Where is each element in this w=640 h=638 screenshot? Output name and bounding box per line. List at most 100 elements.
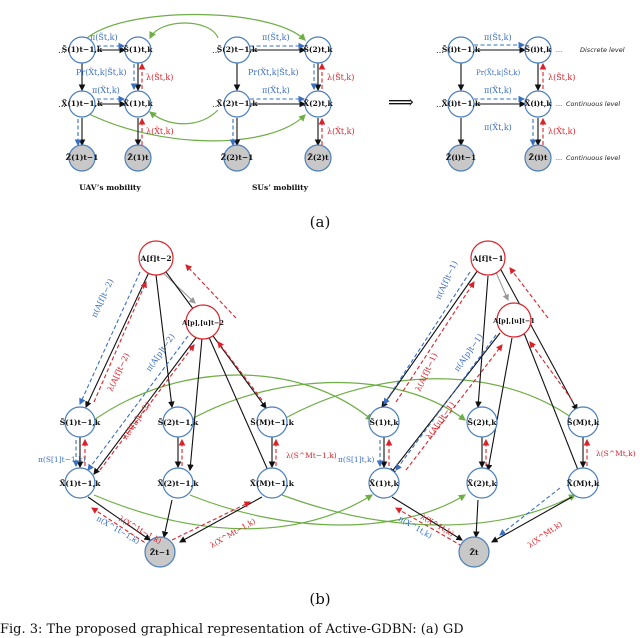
node-s1-prev bbox=[64, 406, 96, 438]
message-label: Pr(X̃t,k|S̃t,k) bbox=[248, 68, 299, 77]
message-label: π(A[p]t−1) bbox=[452, 332, 484, 373]
edge bbox=[473, 499, 480, 539]
node-x-prev-2 bbox=[223, 90, 251, 118]
node-label: X̃(2)t,k bbox=[303, 99, 333, 108]
lambda-message bbox=[91, 507, 151, 547]
node-a-f-cur bbox=[470, 240, 506, 276]
green-arc bbox=[189, 494, 467, 526]
lambda-message bbox=[395, 507, 463, 547]
pi-message bbox=[383, 271, 471, 405]
pi-message bbox=[87, 335, 189, 471]
message-label: π(S̃t,k) bbox=[262, 33, 290, 42]
edge bbox=[155, 274, 175, 409]
node-z-cur-1 bbox=[124, 144, 152, 172]
message-label: Pr(X̃t,k|S̃t,k) bbox=[476, 69, 520, 77]
message-label: λ(X^Mt−1,k) bbox=[209, 516, 258, 549]
node-label: X̃(1)t−1,k bbox=[60, 479, 102, 488]
node-sM-cur bbox=[567, 406, 599, 438]
lambda-message bbox=[529, 341, 573, 401]
lambda-message bbox=[217, 341, 263, 401]
node-label: Z̃t bbox=[470, 548, 479, 557]
message-label: λ(A[f]t−1) bbox=[414, 352, 440, 393]
green-arc bbox=[84, 13, 306, 41]
message-label: π(X̃t,k) bbox=[92, 86, 120, 95]
message-label: Pr(X̃t,k|S̃t,k) bbox=[76, 68, 127, 77]
message-label: λ(A[u]t−1) bbox=[424, 400, 456, 441]
node-label: S̃(2)t−1,k bbox=[217, 45, 258, 54]
node-label: X̃(i)t,k bbox=[524, 99, 552, 108]
message-label: π(S̃t,k) bbox=[484, 33, 512, 42]
node-label: S̃(1)t−1,k bbox=[60, 418, 101, 427]
node-label: A[p],[u]t−2 bbox=[181, 319, 224, 327]
message-label: π(S[1]t,k) bbox=[338, 455, 375, 464]
edge bbox=[165, 271, 267, 409]
node-x1-prev bbox=[64, 467, 96, 499]
node-x2-cur bbox=[466, 467, 498, 499]
node-label: X̃(2)t,k bbox=[467, 479, 497, 488]
node-z-prev-i bbox=[447, 144, 475, 172]
edge bbox=[475, 275, 489, 409]
message-label: λ(X^Mt,k) bbox=[526, 519, 564, 549]
node-label: X̃(M)t,k bbox=[567, 479, 600, 488]
sus-mobility-label: SUs’ mobility bbox=[252, 183, 309, 192]
message-label: λ(S^Mt,k) bbox=[596, 449, 636, 458]
lambda-message bbox=[185, 264, 237, 319]
node-x-cur-2 bbox=[304, 90, 332, 118]
message-label: π(A[p]t−2) bbox=[144, 332, 176, 373]
node-x-cur-1 bbox=[124, 90, 152, 118]
panel-b: A[f]t−2 A[p],[u]t−2 A[f]t−1 A[p],[u]t−1 … bbox=[38, 240, 636, 608]
node-a-pu-prev bbox=[185, 304, 221, 340]
node-label: Z̃(1)t−1 bbox=[66, 153, 99, 162]
green-arc bbox=[281, 494, 577, 526]
node-label: S̃(1)t,k bbox=[369, 418, 399, 427]
message-label: λ(X̃t,k) bbox=[146, 127, 174, 136]
node-a-pu-cur bbox=[496, 302, 532, 338]
lambda-message bbox=[509, 267, 549, 319]
node-label: X̃(2)t−1,k bbox=[158, 479, 200, 488]
node-label: S̃(2)t,k bbox=[303, 45, 333, 54]
level-label-discrete: Discrete level bbox=[580, 46, 625, 54]
node-label: Z̃(1)t bbox=[127, 153, 149, 162]
node-label: S̃(M)t−1,k bbox=[250, 418, 294, 427]
ellipsis: … bbox=[212, 46, 220, 55]
level-label: … bbox=[556, 154, 563, 162]
edge bbox=[161, 499, 173, 539]
message-label: π(X̃t,k) bbox=[484, 123, 512, 132]
caption-a: (a) bbox=[310, 213, 331, 231]
node-label: A[p],[u]t−1 bbox=[492, 317, 535, 325]
node-s-prev-i bbox=[447, 36, 475, 64]
ellipsis: … bbox=[212, 100, 220, 109]
ellipsis: … bbox=[436, 100, 444, 109]
ellipsis: … bbox=[58, 100, 66, 109]
node-label: A[f]t−2 bbox=[139, 254, 171, 263]
message-label: λ(S̃t,k) bbox=[327, 73, 354, 82]
lambda-message bbox=[93, 280, 147, 403]
node-label: X̃(2)t−1,k bbox=[217, 99, 259, 108]
node-z-cur bbox=[458, 536, 490, 568]
message-label: λ(S^Mt−1,k) bbox=[286, 451, 337, 460]
edge bbox=[207, 334, 271, 477]
node-s2-prev bbox=[162, 406, 194, 438]
edge bbox=[499, 267, 578, 411]
green-arc bbox=[149, 109, 219, 125]
node-label: S̃(1)t,k bbox=[123, 45, 153, 54]
node-label: S̃(1)t−1,k bbox=[62, 45, 103, 54]
edge bbox=[187, 337, 203, 472]
caption-b: (b) bbox=[309, 590, 330, 608]
message-label: λ(X̃t,k) bbox=[327, 127, 355, 136]
ellipsis: … bbox=[436, 46, 444, 55]
message-label: π(S[1]t−1,k) bbox=[38, 455, 86, 464]
level-label-continuous: Continuous level bbox=[566, 154, 620, 162]
message-label: λ(S̃t,k) bbox=[146, 73, 173, 82]
node-x2-prev bbox=[162, 467, 194, 499]
level-label-continuous: Continuous level bbox=[566, 100, 620, 108]
green-arc bbox=[281, 378, 576, 421]
node-s-prev-2 bbox=[223, 36, 251, 64]
green-arc bbox=[93, 494, 374, 530]
node-label: A[f]t−1 bbox=[471, 254, 503, 263]
node-label: X̃(1)t,k bbox=[123, 99, 153, 108]
node-z-prev bbox=[144, 536, 176, 568]
message-label: π(A[f]t−2) bbox=[90, 277, 116, 318]
pi-message bbox=[395, 334, 497, 471]
node-label: Z̃(2)t bbox=[307, 153, 329, 162]
